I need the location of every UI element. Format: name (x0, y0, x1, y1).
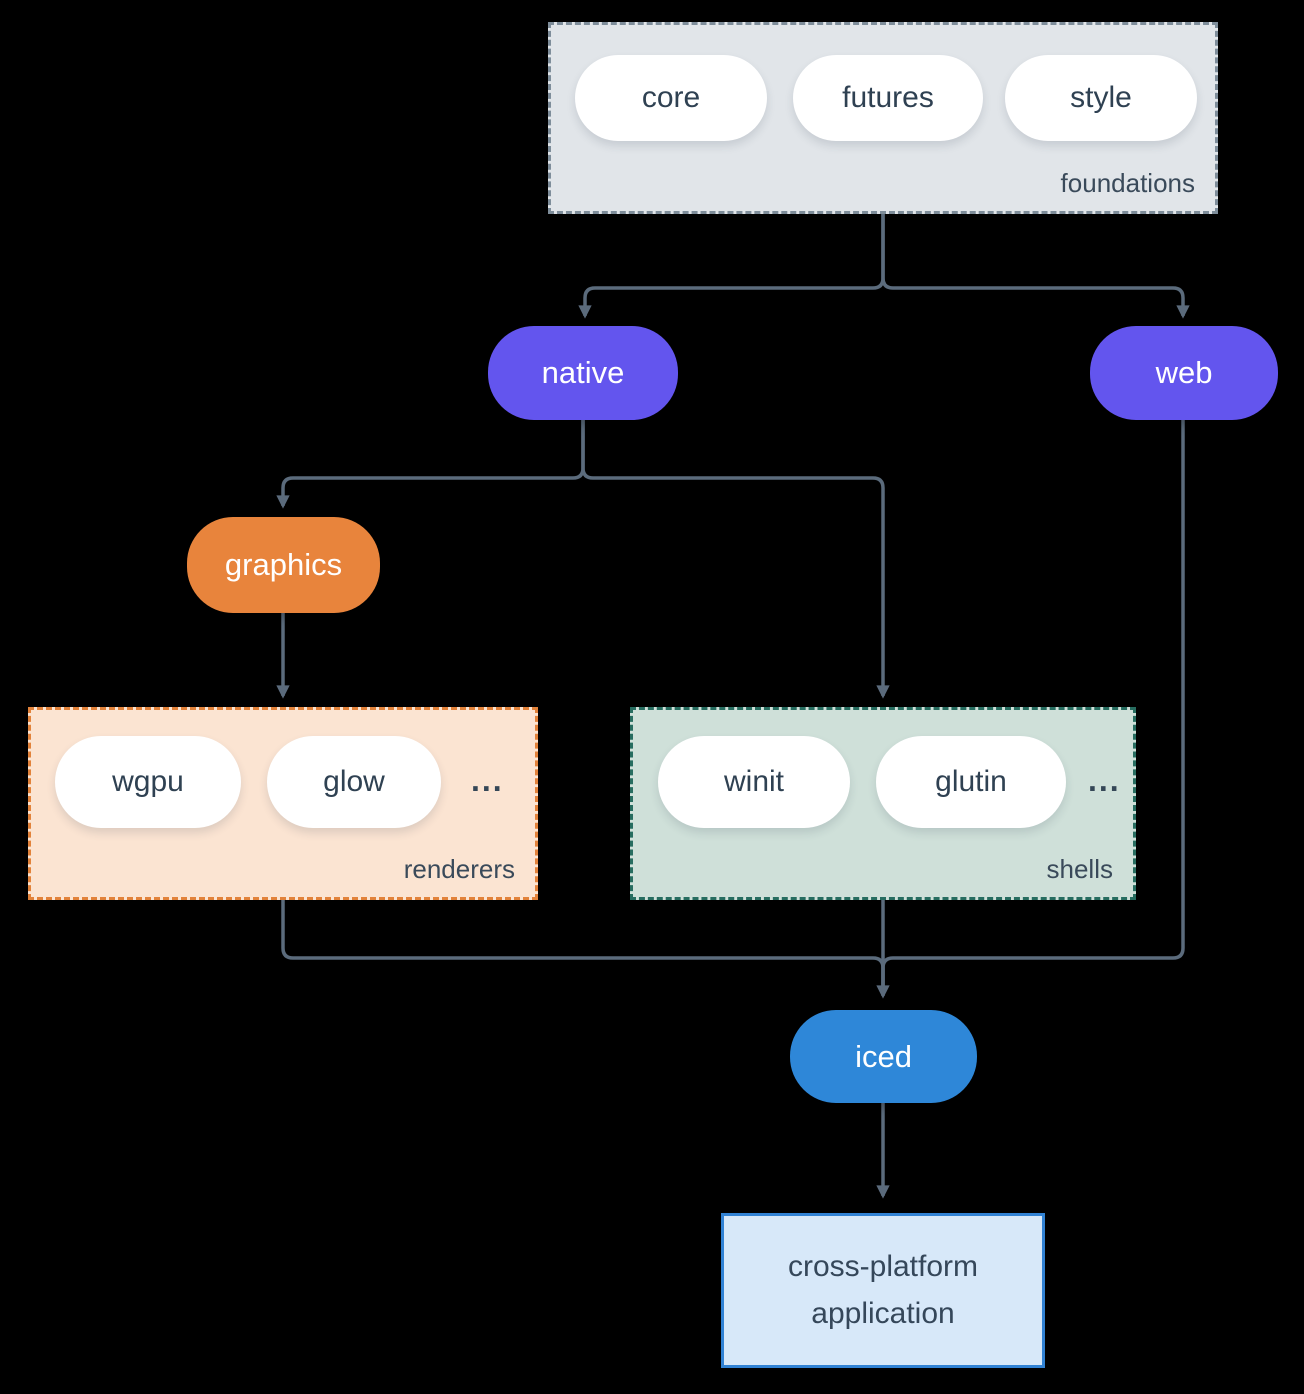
node-native-label: native (541, 355, 625, 390)
pill-glutin-label: glutin (935, 765, 1007, 798)
node-web-label: web (1155, 355, 1213, 390)
shells-ellipsis: ... (1088, 762, 1121, 798)
node-native: native (488, 326, 678, 420)
pill-futures: futures (793, 55, 983, 141)
renderers-ellipsis: ... (471, 762, 504, 798)
pill-wgpu: wgpu (55, 736, 241, 828)
pill-style-label: style (1070, 81, 1132, 114)
node-iced: iced (790, 1010, 977, 1103)
pill-style: style (1005, 55, 1197, 141)
node-iced-label: iced (855, 1038, 912, 1074)
application-box: cross-platform application (721, 1213, 1045, 1368)
renderers-group-label: renderers (403, 854, 515, 884)
shells-group-label: shells (1046, 854, 1113, 884)
application-label: cross-platform application (787, 1250, 979, 1330)
pill-glow-label: glow (323, 765, 385, 798)
pill-glow: glow (267, 736, 441, 828)
pill-winit-label: winit (723, 765, 784, 798)
foundations-group-label: foundations (1060, 168, 1195, 198)
node-web: web (1090, 326, 1278, 420)
node-graphics-label: graphics (224, 547, 343, 582)
node-graphics: graphics (187, 517, 380, 613)
pill-core: core (575, 55, 767, 141)
shells-group: winit glutin ... shells (630, 707, 1136, 900)
pill-futures-label: futures (842, 81, 934, 114)
foundations-group: core futures style foundations (548, 22, 1218, 214)
pill-winit: winit (658, 736, 850, 828)
pill-glutin: glutin (876, 736, 1066, 828)
pill-core-label: core (641, 81, 701, 114)
pill-wgpu-label: wgpu (112, 765, 184, 798)
renderers-group: wgpu glow ... renderers (28, 707, 538, 900)
